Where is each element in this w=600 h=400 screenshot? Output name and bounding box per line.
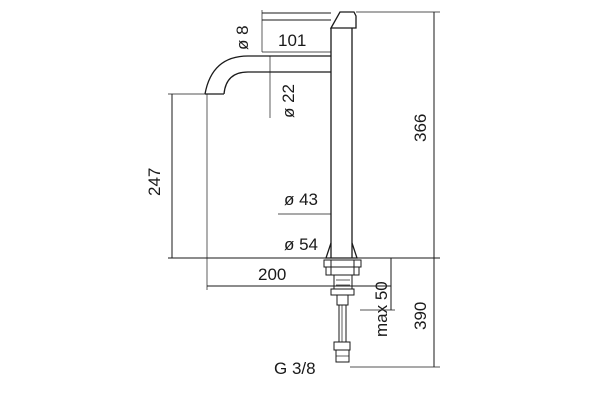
label-overall-width: 200	[258, 265, 286, 284]
label-spout-diameter: ø 22	[279, 84, 298, 118]
label-connection-thread: G 3/8	[274, 359, 316, 378]
label-base-diameter: ø 54	[284, 235, 318, 254]
label-spout-reach: 101	[278, 31, 306, 50]
label-max-counter-thickness: max 50	[372, 281, 391, 337]
label-hose-length: 390	[411, 302, 430, 330]
label-spout-height: 247	[145, 168, 164, 196]
label-total-height: 366	[411, 114, 430, 142]
label-lever-diameter: ø 8	[233, 25, 252, 50]
faucet-body	[204, 11, 358, 259]
dimension-lines	[168, 10, 440, 368]
mounting-hardware	[323, 259, 362, 363]
label-column-diameter: ø 43	[284, 190, 318, 209]
dimension-labels: ø 8 101 ø 22 366 247 ø 43 ø 54 200 max 5…	[145, 25, 430, 378]
